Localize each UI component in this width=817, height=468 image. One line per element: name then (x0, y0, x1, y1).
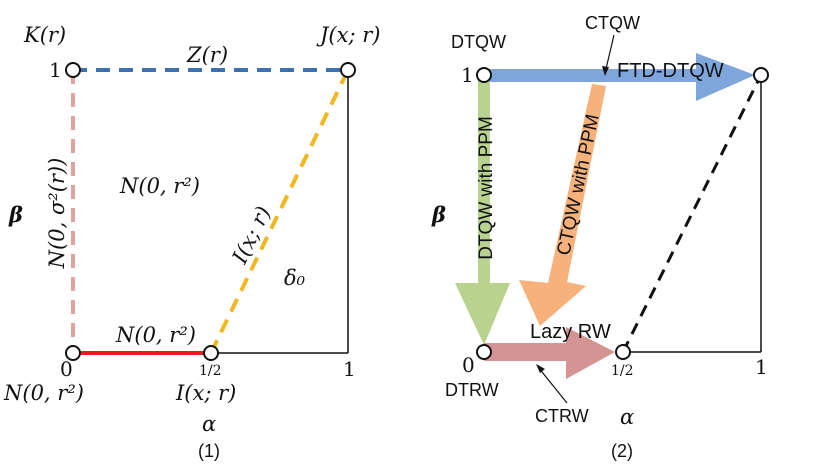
p2-ctrw-pointer-head (536, 364, 545, 373)
p2-label-ftd: FTD-DTQW (617, 60, 724, 82)
p2-label-ctrw: CTRW (535, 406, 589, 426)
p1-tick-1-x: 1 (343, 357, 356, 381)
p2-tick-1-y: 1 (461, 63, 474, 87)
p1-corner-top-left-label: K(r) (23, 23, 66, 47)
p2-blue-arrow (484, 53, 755, 101)
p2-arrow-green-label: DTQW with PPM (476, 116, 497, 260)
p1-axis-y-symbol: β (8, 202, 23, 227)
p2-vertex-bottom-half (615, 344, 631, 360)
p2-orange-arrow (519, 84, 606, 326)
p1-edge-bottom-label: N(0, r²) (115, 323, 196, 347)
p2-corner-top-left-label: DTQW (451, 32, 506, 52)
p2-green-arrow (455, 80, 510, 345)
p1-vertex-top-left (65, 62, 81, 78)
p1-corner-bottom-left-label: N(0, r²) (3, 381, 84, 405)
p1-corner-bottom-half-label: I(x; r) (175, 381, 236, 405)
p1-edge-diagonal-label: I(x; r) (227, 203, 275, 269)
p2-corner-bottom-left-label: DTRW (445, 380, 499, 400)
p1-corner-top-right-label: J(x; r) (316, 23, 380, 47)
p2-ctrw-pointer (537, 366, 568, 404)
p2-tick-half: 1/2 (611, 363, 634, 379)
p2-axis-y-symbol: β (431, 202, 446, 227)
p1-tick-half: 1/2 (199, 363, 222, 379)
p1-tick-0: 0 (60, 357, 73, 381)
p2-caption: (2) (611, 441, 633, 461)
p1-region-left-label: N(0, r²) (119, 174, 200, 198)
panel-1: K(r) J(x; r) Z(r) 1 N(0, r²) N(0, σ²(r))… (3, 23, 380, 461)
p2-vertex-bottom-left (476, 344, 492, 360)
p1-region-right-label: δ₀ (284, 266, 306, 290)
p1-diagonal-edge (209, 69, 350, 354)
p2-arrow-orange-label: CTQW with PPM (553, 112, 603, 257)
p1-vertex-bottom-left (65, 345, 81, 361)
panel-2: CTQW DTQW FTD-DTQW 1 β DTQW with PPM CTQ… (431, 13, 769, 461)
p2-diagonal-edge (621, 74, 763, 353)
p2-red-arrow (484, 327, 615, 379)
p1-vertex-bottom-half (203, 345, 219, 361)
p2-vertex-top-right (753, 67, 769, 83)
p1-edge-top-label: Z(r) (186, 43, 228, 67)
p2-label-ctqw: CTQW (585, 13, 640, 33)
p2-ctqw-pointer-head (602, 66, 609, 76)
p1-tick-1-y: 1 (49, 58, 62, 82)
p1-caption: (1) (198, 441, 220, 461)
p2-vertex-top-left (476, 67, 492, 83)
p2-label-lazy: Lazy RW (530, 321, 611, 343)
p1-edge-left-label: N(0, σ²(r)) (45, 158, 69, 270)
p2-tick-0: 0 (462, 353, 475, 377)
p2-tick-1-x: 1 (755, 355, 768, 379)
p1-vertex-top-right (340, 62, 356, 78)
p2-axis-x-symbol: α (620, 405, 634, 429)
p1-axis-x-symbol: α (202, 412, 216, 436)
